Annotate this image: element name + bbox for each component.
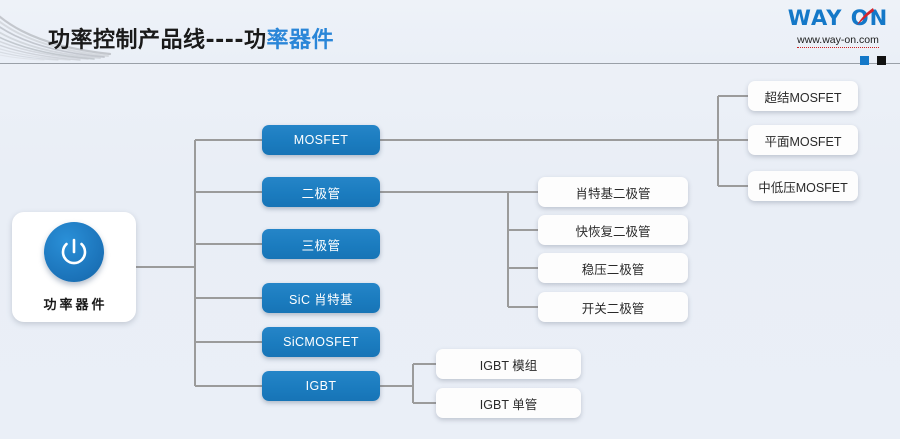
root-node-power-device[interactable]: 功率器件 [12, 212, 136, 322]
node-igbt-single[interactable]: IGBT 单管 [436, 388, 581, 418]
brand-square-blue-icon [859, 56, 869, 65]
root-node-label: 功率器件 [43, 297, 108, 313]
node-igbt-module[interactable]: IGBT 模组 [436, 349, 581, 379]
diagram-canvas: 功率器件 MOSFET 二极管 三极管 SiC 肖特基 SiCMOSFET IG… [0, 64, 900, 439]
node-diode[interactable]: 二极管 [262, 177, 380, 207]
page-header: 功率控制产品线----功率器件 WAY ON www.way-on.com [0, 0, 900, 65]
node-planar-mosfet[interactable]: 平面MOSFET [748, 125, 858, 155]
page-title-main: 功率控制产品线----功 [48, 28, 267, 53]
node-superjunction-mosfet[interactable]: 超结MOSFET [748, 81, 858, 111]
node-transistor[interactable]: 三极管 [262, 229, 380, 259]
power-icon [44, 221, 104, 282]
node-mosfet[interactable]: MOSFET [262, 125, 380, 155]
node-sic-schottky[interactable]: SiC 肖特基 [262, 283, 380, 313]
brand-swoosh-icon [854, 7, 876, 32]
brand-square-black-icon [877, 56, 886, 65]
node-igbt[interactable]: IGBT [262, 371, 380, 401]
brand-url-link[interactable]: www.way-on.com [797, 34, 879, 48]
brand-square-marks [784, 52, 892, 70]
node-lowmid-voltage-mosfet[interactable]: 中低压MOSFET [748, 171, 858, 201]
brand-logo: WAY ON [784, 6, 892, 30]
node-fast-recovery-diode[interactable]: 快恢复二极管 [538, 215, 688, 245]
page-title-accent: 率器件 [266, 28, 335, 53]
page-title: 功率控制产品线----功率器件 [48, 22, 334, 54]
node-sic-mosfet[interactable]: SiCMOSFET [262, 327, 380, 357]
node-schottky-diode[interactable]: 肖特基二极管 [538, 177, 688, 207]
node-switching-diode[interactable]: 开关二极管 [538, 292, 688, 322]
brand-block: WAY ON www.way-on.com [784, 6, 892, 70]
node-zener-diode[interactable]: 稳压二极管 [538, 253, 688, 283]
connector-lines [136, 95, 748, 404]
